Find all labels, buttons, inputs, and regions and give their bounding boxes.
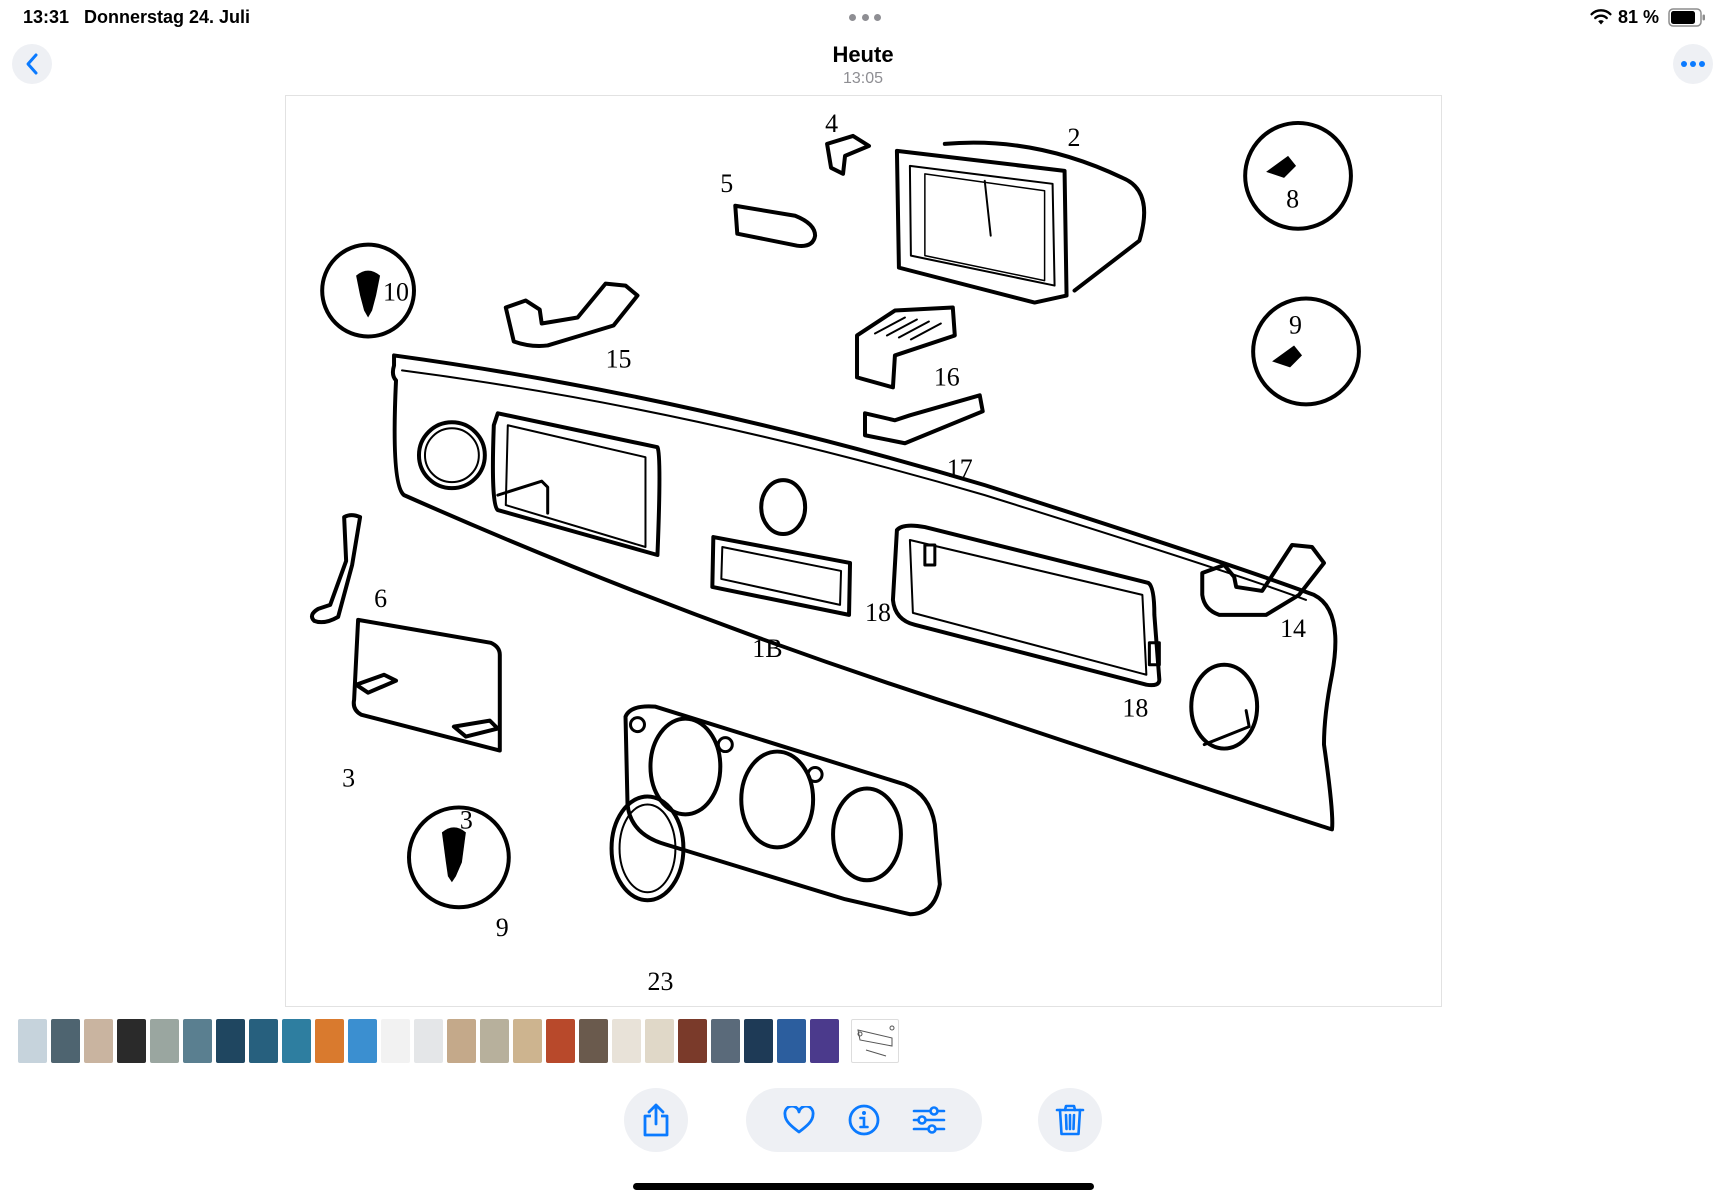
part-label: 18 — [865, 598, 891, 627]
screw-circle-9-top — [1251, 296, 1361, 407]
thumbnail[interactable] — [51, 1019, 80, 1063]
part-label: 14 — [1280, 614, 1306, 643]
sliders-icon — [913, 1106, 946, 1134]
part-label: 3 — [342, 763, 355, 792]
hinge-part-3b — [451, 718, 500, 739]
part-label: 9 — [1289, 310, 1302, 339]
hinge-part-3a — [354, 672, 399, 695]
part-label: 3 — [460, 805, 473, 834]
part-label: 6 — [374, 584, 387, 613]
share-button[interactable] — [624, 1088, 688, 1152]
thumbnail-selected[interactable] — [851, 1019, 899, 1063]
favorite-button[interactable] — [777, 1098, 821, 1142]
part-label: 18 — [1122, 694, 1148, 723]
center-slot — [710, 535, 853, 617]
center-round-hole — [759, 478, 808, 537]
thumbnail[interactable] — [414, 1019, 443, 1063]
thumbnail[interactable] — [711, 1019, 740, 1063]
thumbnail[interactable] — [117, 1019, 146, 1063]
part-label: 8 — [1286, 185, 1299, 214]
right-window — [890, 523, 1162, 688]
thumbnail[interactable] — [249, 1019, 278, 1063]
thumbnail[interactable] — [579, 1019, 608, 1063]
part-label: 23 — [647, 967, 673, 996]
bracket-part-17 — [863, 393, 985, 446]
thumbnail[interactable] — [183, 1019, 212, 1063]
ellipsis-icon — [1681, 61, 1705, 67]
thumbnail[interactable] — [18, 1019, 47, 1063]
part-label: 9 — [496, 913, 509, 942]
thumbnail-strip[interactable] — [18, 1019, 899, 1063]
chevron-left-icon — [26, 53, 38, 75]
info-button[interactable] — [842, 1098, 886, 1142]
screw-circle-8 — [1243, 120, 1353, 231]
status-date: Donnerstag 24. Juli — [84, 7, 251, 27]
trash-icon — [1055, 1104, 1085, 1136]
photo-content: 4 2 5 8 10 15 16 9 17 6 18 1B 14 18 3 3 … — [285, 95, 1442, 1007]
more-button[interactable] — [1673, 44, 1713, 84]
bracket-part-5 — [733, 203, 818, 248]
bracket-part-16 — [855, 305, 957, 390]
thumbnail[interactable] — [315, 1019, 344, 1063]
battery-icon — [1668, 8, 1705, 27]
adjust-button[interactable] — [907, 1098, 951, 1142]
thumbnail[interactable] — [744, 1019, 773, 1063]
instrument-cluster — [623, 704, 942, 917]
thumbnail[interactable] — [150, 1019, 179, 1063]
thumbnail[interactable] — [447, 1019, 476, 1063]
bracket-part-15 — [503, 281, 640, 348]
thumbnail[interactable] — [348, 1019, 377, 1063]
thumbnail[interactable] — [216, 1019, 245, 1063]
thumbnail[interactable] — [282, 1019, 311, 1063]
part-label: 16 — [934, 362, 960, 391]
multitasking-dots-icon[interactable] — [849, 14, 881, 22]
thumbnail[interactable] — [513, 1019, 542, 1063]
info-icon — [848, 1104, 880, 1136]
screw-circle-9-bottom — [407, 805, 511, 910]
home-indicator[interactable] — [633, 1183, 1094, 1190]
right-gauge-hole — [1189, 662, 1260, 751]
part-label: 5 — [720, 169, 733, 198]
screw-circle-10 — [320, 242, 416, 339]
thumbnail[interactable] — [678, 1019, 707, 1063]
thumbnail[interactable] — [480, 1019, 509, 1063]
bracket-part-14 — [1200, 543, 1326, 617]
glovebox-part-2 — [894, 148, 1069, 305]
part-label: 1B — [752, 634, 782, 663]
photo-actions-group — [746, 1088, 982, 1152]
delete-button[interactable] — [1038, 1088, 1102, 1152]
battery-percentage: 81 % — [1618, 7, 1660, 27]
rod-part-6 — [309, 513, 363, 625]
thumbnail[interactable] — [777, 1019, 806, 1063]
wifi-icon — [1590, 9, 1612, 25]
share-icon — [643, 1103, 669, 1137]
part-label: 2 — [1068, 123, 1081, 152]
bezel-ring-part-23 — [609, 794, 686, 903]
part-label: 15 — [606, 344, 632, 373]
page-subtitle: 13:05 — [842, 70, 884, 87]
back-button[interactable] — [12, 44, 52, 84]
thumbnail[interactable] — [645, 1019, 674, 1063]
thumbnail[interactable] — [381, 1019, 410, 1063]
dashboard-parts-diagram: 4 2 5 8 10 15 16 9 17 6 18 1B 14 18 3 3 … — [309, 109, 1361, 996]
page-title: Heute — [832, 42, 894, 67]
left-gauge-hole — [416, 420, 487, 491]
status-bar: 13:31 Donnerstag 24. Juli 81 % — [0, 0, 1726, 36]
dash-panel — [390, 353, 1338, 832]
status-time: 13:31 — [23, 7, 70, 27]
left-window — [490, 411, 662, 557]
bracket-part-4 — [825, 133, 871, 176]
part-label: 4 — [825, 109, 838, 138]
thumbnail[interactable] — [810, 1019, 839, 1063]
thumbnail[interactable] — [84, 1019, 113, 1063]
part-label: 17 — [947, 454, 973, 483]
thumbnail[interactable] — [546, 1019, 575, 1063]
part-label: 10 — [383, 278, 409, 307]
glovebox-lid — [351, 617, 502, 753]
heart-icon — [783, 1106, 815, 1134]
thumbnail[interactable] — [612, 1019, 641, 1063]
